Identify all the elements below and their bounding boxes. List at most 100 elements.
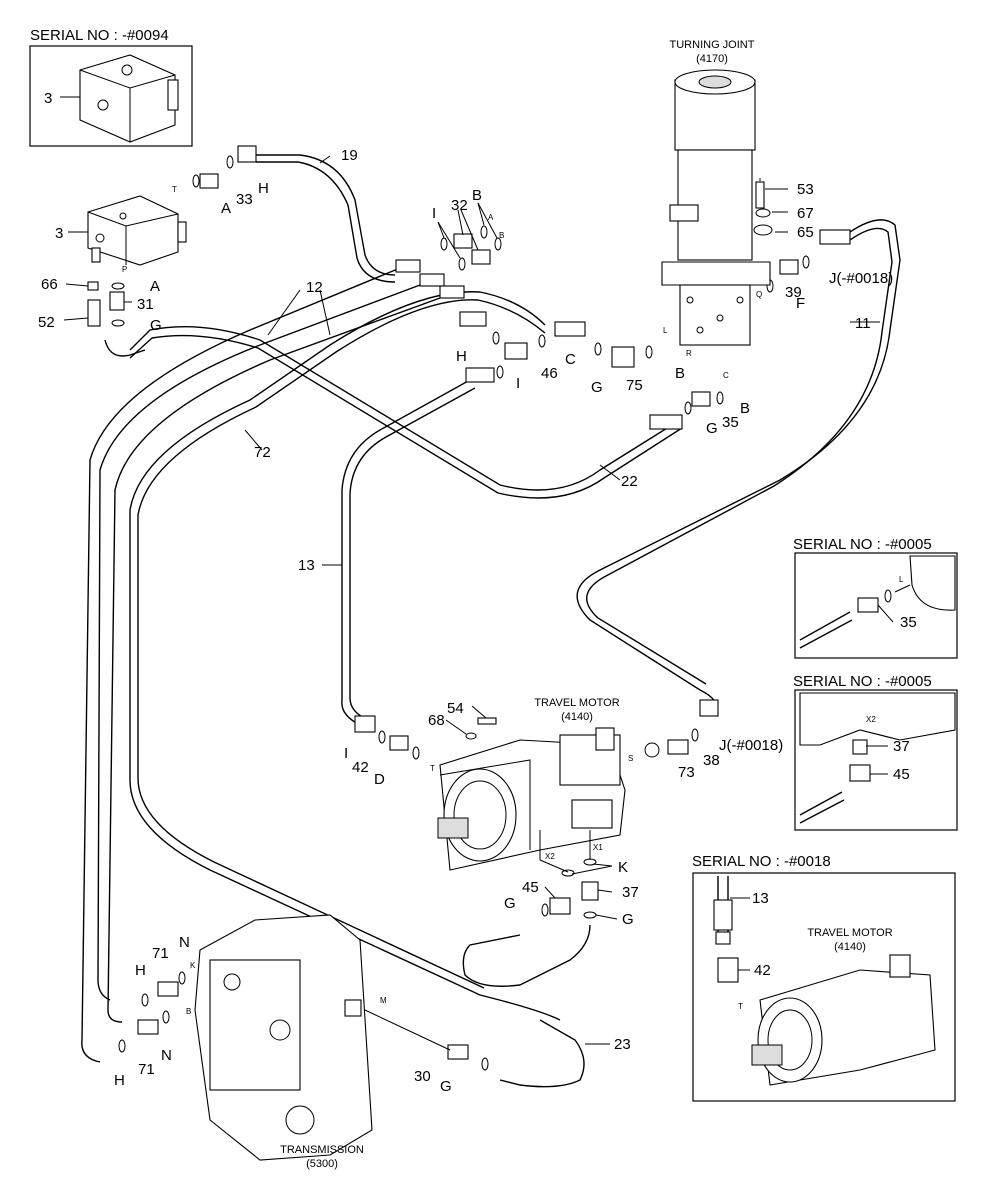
- letter-f: F: [796, 295, 805, 312]
- fitting-30: [447, 1044, 469, 1060]
- fittings: [87, 145, 851, 1071]
- hose-12c: [107, 297, 441, 1023]
- letter-b3: B: [740, 400, 750, 417]
- serial-label-top-left: SERIAL NO : -#0094: [30, 27, 169, 44]
- turning-joint-code: (4170): [696, 53, 728, 65]
- inset-travel-motor-title: TRAVEL MOTOR: [807, 927, 892, 939]
- letter-h4: H: [114, 1072, 125, 1089]
- callout-38: 38: [703, 752, 720, 769]
- callout-37: 37: [622, 884, 639, 901]
- o-ring-g1: [594, 342, 602, 356]
- letter-g5: G: [622, 911, 634, 928]
- hose-lines: [81, 154, 901, 1088]
- serial-box-right-1: [794, 552, 958, 659]
- callout-67: 67: [797, 205, 814, 222]
- o-ring-i1: [440, 237, 448, 251]
- fitting-42: [389, 735, 409, 751]
- travel-motor-code: (4140): [561, 711, 593, 723]
- inset-travel-motor-code: (4140): [834, 941, 866, 953]
- fitting-35: [691, 391, 711, 407]
- o-ring-g2: [684, 401, 692, 415]
- hose-72: [129, 291, 561, 1021]
- inset-port-x2: X2: [866, 715, 876, 724]
- letter-n2: N: [161, 1047, 172, 1064]
- bolt-52: [87, 299, 101, 327]
- letter-b2: B: [675, 365, 685, 382]
- serial-label-right-2: SERIAL NO : -#0005: [793, 673, 932, 690]
- letter-j1: J(-#0018): [829, 270, 893, 287]
- port-m: M: [380, 996, 387, 1005]
- serial-box-right-3: [692, 872, 956, 1102]
- letter-h1: H: [258, 180, 269, 197]
- callout-23: 23: [614, 1036, 631, 1053]
- o-ring-n2: [162, 1010, 170, 1024]
- o-ring-j2: [691, 728, 699, 742]
- travel-motor: [437, 727, 626, 873]
- fitting-71b: [137, 1019, 159, 1035]
- fitting-38: [667, 739, 689, 755]
- fitting-hose-13: [465, 367, 495, 383]
- valve-block-3: [87, 195, 187, 266]
- fitting-hose-12b: [419, 273, 445, 287]
- callout-22: 22: [621, 473, 638, 490]
- o-ring-b3: [645, 345, 653, 359]
- o-ring-j1: [802, 255, 810, 269]
- o-ring-h4: [118, 1039, 126, 1053]
- seal-73: [644, 742, 660, 758]
- serial-label-right-3: SERIAL NO : -#0018: [692, 853, 831, 870]
- callout-33: 33: [236, 191, 253, 208]
- fitting-31: [109, 291, 125, 311]
- hose-11-edge: [586, 227, 893, 685]
- o-ring-g4: [541, 903, 549, 917]
- port-r: R: [686, 349, 692, 358]
- letter-g2: G: [591, 379, 603, 396]
- callout-11: 11: [855, 315, 871, 332]
- serial-label-right-1: SERIAL NO : -#0005: [793, 536, 932, 553]
- hose-23a: [462, 924, 591, 987]
- callout-66: 66: [41, 276, 58, 293]
- callout-73: 73: [678, 764, 695, 781]
- fitting-33: [199, 173, 219, 189]
- turning-joint-title: TURNING JOINT: [670, 39, 755, 51]
- hose-13-edge: [349, 387, 476, 721]
- port-t2: T: [430, 764, 435, 773]
- fitting-hose-22-end: [649, 414, 683, 430]
- hose-22-edge: [129, 334, 683, 499]
- o-ring-h1: [226, 155, 234, 169]
- letter-b1: B: [472, 187, 482, 204]
- callout-32: 32: [451, 197, 468, 214]
- callout-65: 65: [797, 224, 814, 241]
- o-ring-k2: [561, 869, 575, 877]
- letter-a1: A: [221, 200, 231, 217]
- inset-2-detail: [799, 692, 956, 824]
- leader-lines: [63, 155, 894, 1045]
- o-ring-g3: [111, 319, 125, 327]
- callout-39: 39: [785, 284, 802, 301]
- letter-i2: I: [516, 375, 520, 392]
- o-ring-d: [412, 746, 420, 760]
- transmission-title: TRANSMISSION: [280, 1144, 364, 1156]
- port-s: S: [628, 754, 633, 763]
- fitting-37: [581, 881, 599, 901]
- fitting-hose-12c: [439, 285, 465, 299]
- hose-12a: [81, 267, 401, 1063]
- callout-30: 30: [414, 1068, 431, 1085]
- inset-callout-37: 37: [893, 738, 910, 755]
- letter-h2: H: [456, 348, 467, 365]
- port-b: B: [499, 231, 504, 240]
- o-ring-a1: [192, 174, 200, 188]
- callout-42: 42: [352, 759, 369, 776]
- bolt-53: [755, 181, 765, 209]
- inset-callout-45: 45: [893, 766, 910, 783]
- fitting-hose-72: [459, 311, 487, 327]
- o-ring-b2: [494, 237, 502, 251]
- o-ring-c: [538, 334, 546, 348]
- turning-joint: [661, 69, 771, 346]
- callout-54: 54: [447, 700, 464, 717]
- o-ring-i2: [458, 257, 466, 271]
- fitting-hose-11-end: [699, 699, 719, 717]
- seal-65: [753, 224, 773, 236]
- letter-g3: G: [706, 420, 718, 437]
